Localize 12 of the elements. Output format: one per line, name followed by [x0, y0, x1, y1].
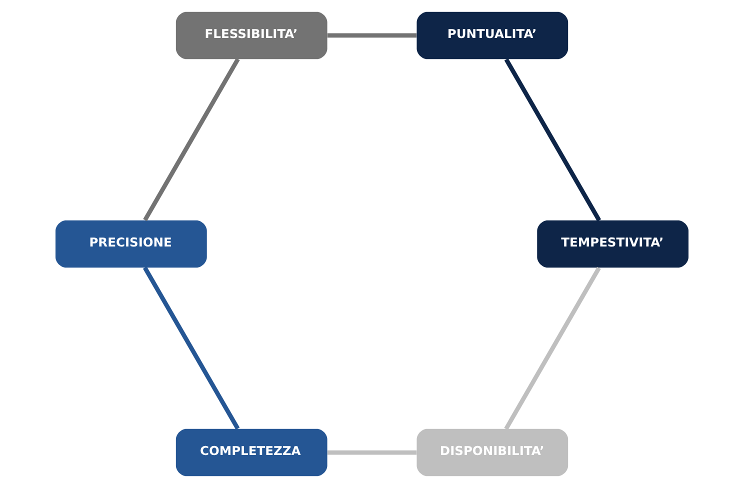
- node-box: DISPONIBILITA’: [416, 428, 568, 476]
- node-box: FLESSIBILITA’: [175, 12, 327, 60]
- node-box: TEMPESTIVITA’: [536, 220, 688, 268]
- connector: [504, 58, 601, 222]
- node-box: PRECISIONE: [55, 220, 206, 268]
- connector: [142, 58, 240, 222]
- connector: [327, 450, 416, 455]
- connector: [142, 266, 240, 430]
- connector: [326, 33, 416, 38]
- node-box: PUNTUALITA’: [416, 12, 568, 60]
- node-box: COMPLETEZZA: [175, 428, 327, 476]
- connector: [504, 266, 600, 430]
